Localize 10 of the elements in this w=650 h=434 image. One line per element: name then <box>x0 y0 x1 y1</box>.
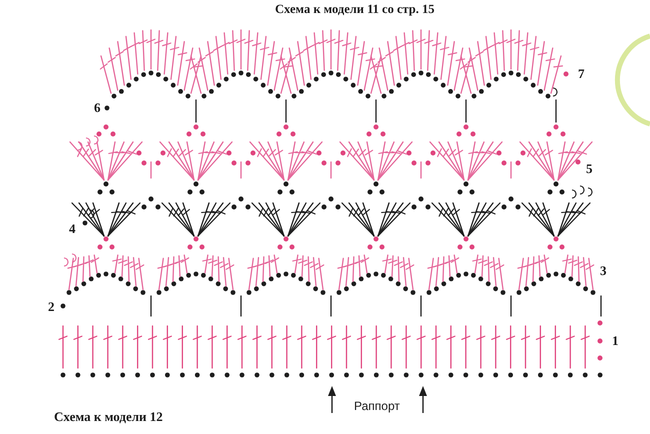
row-number: 4 <box>69 222 76 235</box>
row-number: 1 <box>612 334 618 347</box>
row-number: 2 <box>48 300 54 313</box>
chart-title: Схема к модели 11 со стр. 15 <box>275 3 434 16</box>
repeat-label: Раппорт <box>354 400 400 412</box>
row-number: 7 <box>578 67 584 80</box>
row-number: 6 <box>94 101 100 114</box>
chart-caption: Схема к модели 12 <box>54 410 163 423</box>
row-number: 5 <box>586 162 592 175</box>
row-number: 3 <box>600 264 606 277</box>
